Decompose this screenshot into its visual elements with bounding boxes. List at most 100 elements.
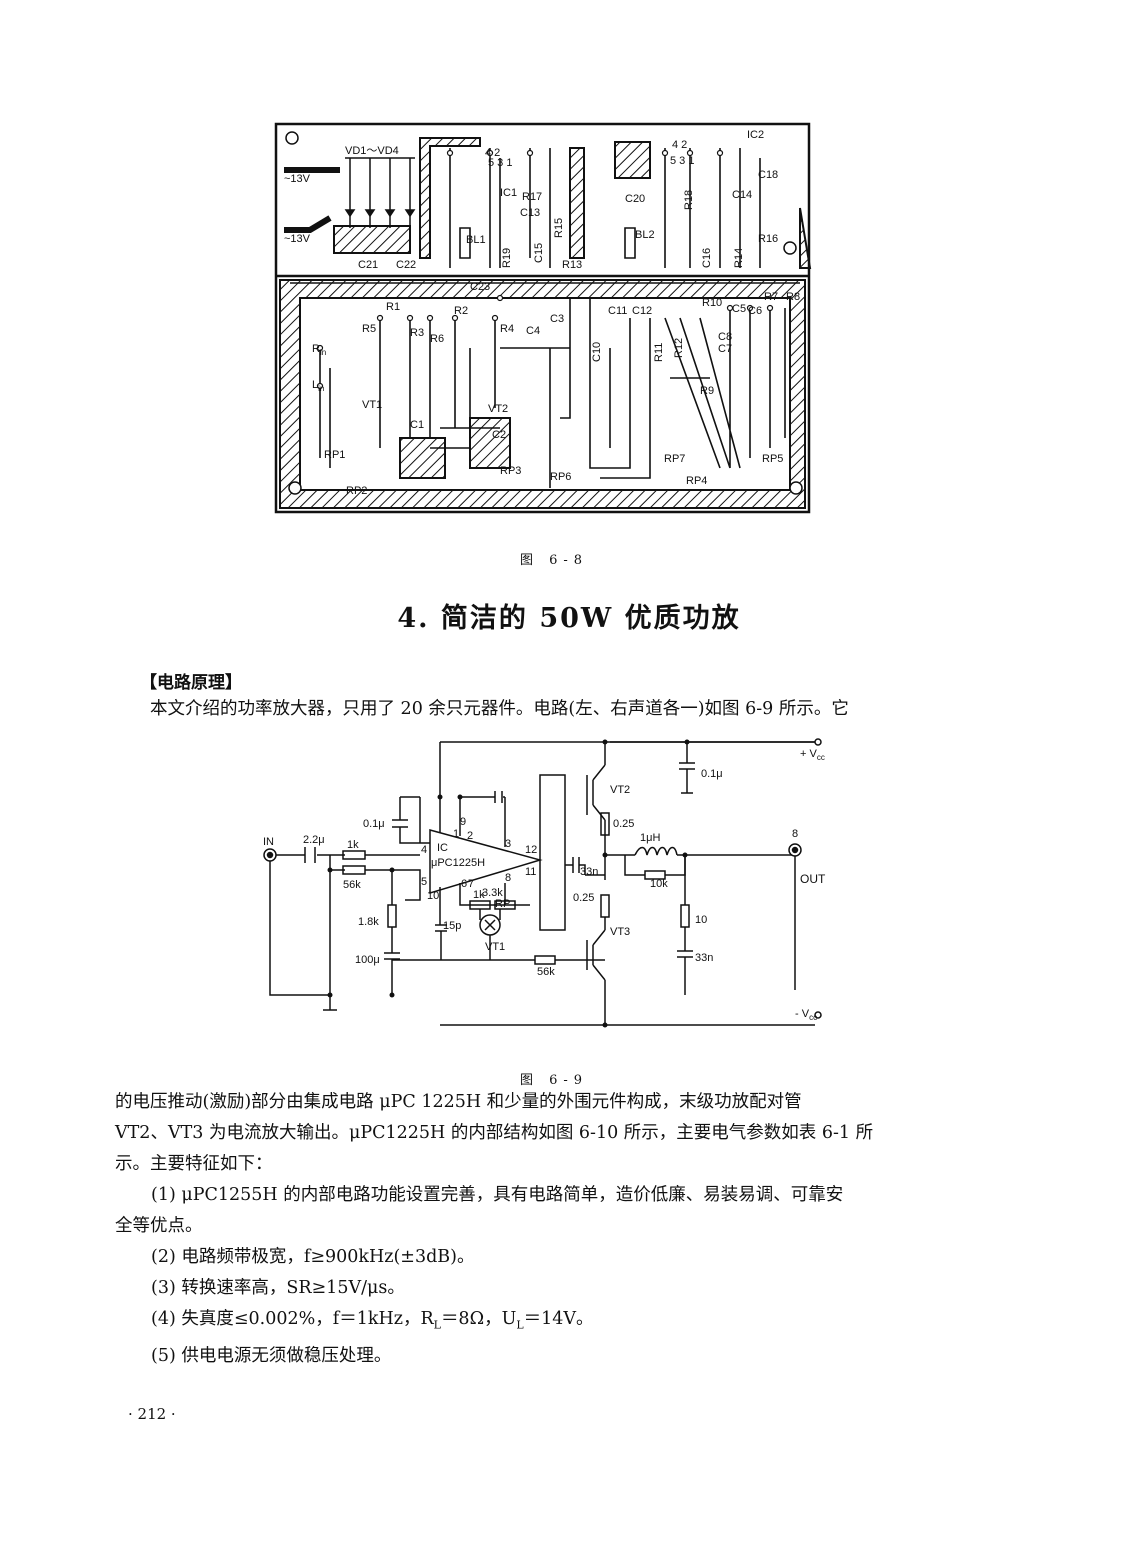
label-c6: C6 bbox=[748, 305, 762, 317]
pcb-layout-figure: VD1～VD4 ~13V ~13V 4 2 5 3 1 4 2 5 3 1 IC… bbox=[274, 122, 812, 514]
label-c11: C11 bbox=[608, 305, 627, 317]
label-ac1: ~13V bbox=[284, 173, 311, 185]
label-c4: C4 bbox=[526, 325, 540, 337]
label-r1: R1 bbox=[386, 301, 400, 313]
schem-p7: 7 bbox=[468, 878, 474, 890]
label-c1: C1 bbox=[410, 419, 424, 431]
label-r7: R7 bbox=[764, 291, 778, 303]
paragraph-2: 的电压推动(激励)部分由集成电路 μPC 1225H 和少量的外围元件构成，末级… bbox=[115, 1087, 995, 1180]
label-r9: R9 bbox=[700, 385, 714, 397]
page-number: · 212 · bbox=[128, 1405, 176, 1423]
label-r6: R6 bbox=[430, 333, 444, 345]
schem-r56k2: 56k bbox=[537, 966, 555, 978]
label-vt2: VT2 bbox=[488, 403, 508, 415]
label-r12: R12 bbox=[673, 338, 685, 358]
label-c21: C21 bbox=[358, 259, 378, 271]
schem-r1k: 1k bbox=[347, 839, 359, 851]
label-c20: C20 bbox=[625, 193, 645, 205]
label-vd: VD1～VD4 bbox=[345, 145, 399, 157]
feature-3: (3) 转换速率高，SR≥15V/μs。 bbox=[151, 1278, 405, 1298]
feature-5: (5) 供电电源无须做稳压处理。 bbox=[151, 1345, 392, 1366]
schem-out-pin: 8 bbox=[792, 828, 798, 840]
label-pins2b: 4 2 bbox=[672, 139, 687, 151]
schem-out: OUT bbox=[800, 872, 826, 886]
label-rp4: RP4 bbox=[686, 475, 707, 487]
label-r2: R2 bbox=[454, 305, 468, 317]
label-pins1b: 4 2 bbox=[485, 147, 500, 159]
schem-c33n: 33n bbox=[580, 866, 598, 878]
label-vt1: VT1 bbox=[362, 399, 382, 411]
label-c5: C5 bbox=[732, 303, 746, 315]
label-c2: C2 bbox=[492, 429, 506, 441]
feature-1: (1) μPC1255H 的内部电路功能设置完善，具有电路简单，造价低廉、易装易… bbox=[151, 1185, 844, 1205]
feature-2: (2) 电路频带极宽，f≥900kHz(±3dB)。 bbox=[151, 1247, 475, 1267]
label-r18: R18 bbox=[683, 190, 695, 210]
schem-vt2: VT2 bbox=[610, 784, 630, 796]
schem-r33k: 3.3k bbox=[482, 887, 503, 899]
schem-p4: 4 bbox=[421, 844, 427, 856]
schem-r18k: 1.8k bbox=[358, 916, 379, 928]
amplifier-schematic-figure: IN 2.2μ 1k 56k 0.1μ 1.8k 100μ IC μPC1225… bbox=[263, 738, 826, 1028]
schem-p11: 11 bbox=[525, 866, 536, 878]
label-rp7: RP7 bbox=[664, 453, 685, 465]
schem-c15p: 15p bbox=[443, 920, 461, 932]
schem-vcc-n: - Vcc bbox=[795, 1008, 817, 1022]
figure-6-8-caption: 图 6-8 bbox=[520, 553, 589, 568]
label-ic2: IC2 bbox=[747, 129, 764, 141]
label-c18: C18 bbox=[758, 169, 778, 181]
label-ac2: ~13V bbox=[284, 233, 311, 245]
label-r19: R19 bbox=[501, 248, 513, 268]
paragraph-2-line-1: 的电压推动(激励)部分由集成电路 μPC 1225H 和少量的外围元件构成，末级… bbox=[115, 1092, 802, 1112]
label-c16: C16 bbox=[701, 248, 713, 268]
schem-p9: 9 bbox=[460, 816, 466, 828]
label-c22: C22 bbox=[396, 259, 416, 271]
schem-ic: IC bbox=[437, 842, 448, 854]
label-c23: C23 bbox=[470, 281, 490, 293]
label-lin: Lin bbox=[312, 379, 324, 393]
label-c12: C12 bbox=[632, 305, 652, 317]
label-pins1: 5 3 1 bbox=[488, 157, 512, 169]
feature-list: (1) μPC1255H 的内部电路功能设置完善，具有电路简单，造价低廉、易装易… bbox=[115, 1180, 995, 1372]
schem-p2: 2 bbox=[467, 830, 473, 842]
schem-p8: 8 bbox=[505, 872, 511, 884]
schem-c33n2: 33n bbox=[695, 952, 713, 964]
schem-r56k: 56k bbox=[343, 879, 361, 891]
label-c7: C7 bbox=[718, 343, 732, 355]
schem-c01b: 0.1μ bbox=[701, 768, 723, 780]
label-r8: R8 bbox=[786, 291, 800, 303]
label-r14: R14 bbox=[733, 248, 745, 268]
label-r17: R17 bbox=[522, 191, 542, 203]
schem-c01a: 0.1μ bbox=[363, 818, 385, 830]
label-rin: Rin bbox=[312, 343, 326, 357]
label-rp1: RP1 bbox=[324, 449, 345, 461]
label-rp2: RP2 bbox=[346, 485, 367, 497]
label-r13: R13 bbox=[562, 259, 582, 271]
section-heading: 4. 简洁的 50W 优质功放 bbox=[397, 603, 741, 634]
feature-4: (4) 失真度≤0.002%，f＝1kHz，RL＝8Ω，UL＝14V。 bbox=[151, 1309, 594, 1332]
label-bl1: BL1 bbox=[466, 234, 486, 246]
label-c14: C14 bbox=[732, 189, 752, 201]
label-r15: R15 bbox=[553, 218, 565, 238]
label-r5: R5 bbox=[362, 323, 376, 335]
paragraph-1: 本文介绍的功率放大器，只用了 20 余只元器件。电路(左、右声道各一)如图 6-… bbox=[150, 699, 849, 719]
section-title: 【电路原理】 bbox=[140, 673, 242, 693]
label-ic1: IC1 bbox=[500, 187, 517, 199]
label-c10: C10 bbox=[591, 342, 603, 362]
schem-r025b: 0.25 bbox=[573, 892, 594, 904]
schem-c100: 100μ bbox=[355, 954, 380, 966]
label-r11: R11 bbox=[653, 343, 665, 362]
label-pins2: 5 3 1 bbox=[670, 155, 694, 167]
paragraph-2-line-3: 示。主要特征如下： bbox=[115, 1154, 273, 1174]
schem-p12: 12 bbox=[525, 844, 537, 856]
label-r3: R3 bbox=[410, 327, 424, 339]
label-bl2: BL2 bbox=[635, 229, 655, 241]
label-rp6: RP6 bbox=[550, 471, 571, 483]
label-c3: C3 bbox=[550, 313, 564, 325]
schem-rp: RP bbox=[495, 898, 510, 910]
schem-p5: 5 bbox=[421, 876, 427, 888]
schem-p10: 10 bbox=[427, 890, 439, 902]
label-rp5: RP5 bbox=[762, 453, 783, 465]
label-c15: C15 bbox=[533, 243, 545, 263]
schem-p6: 6 bbox=[461, 878, 467, 890]
label-r10: R10 bbox=[702, 297, 722, 309]
